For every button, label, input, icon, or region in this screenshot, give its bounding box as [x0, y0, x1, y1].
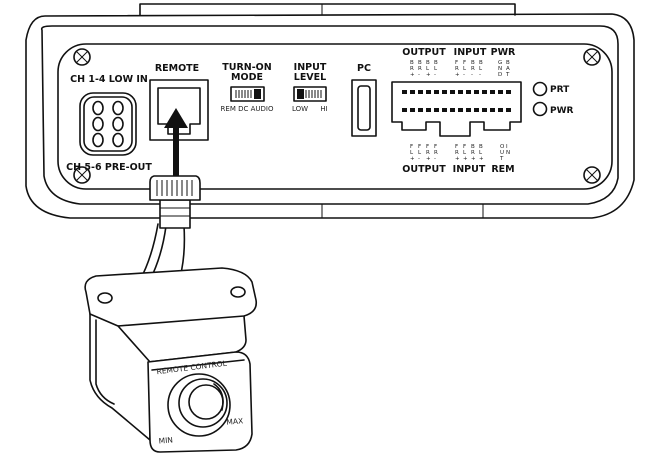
screw-icon	[583, 166, 601, 184]
screw-icon	[73, 48, 91, 66]
svg-text:I: I	[506, 144, 508, 150]
svg-text:L: L	[410, 150, 414, 156]
svg-text:R: R	[471, 150, 475, 156]
svg-text:B: B	[410, 60, 414, 66]
svg-text:L: L	[418, 150, 422, 156]
pc-port[interactable]	[351, 79, 377, 137]
mode-label: MODE	[231, 72, 263, 83]
svg-text:L: L	[463, 150, 467, 156]
svg-text:B: B	[434, 60, 438, 66]
svg-text:R: R	[455, 150, 459, 156]
turn-on-label: TURN-ON	[222, 62, 271, 73]
svg-text:F: F	[434, 144, 437, 150]
svg-text:B: B	[479, 144, 483, 150]
top-pwr-label: PWR	[491, 47, 516, 58]
svg-text:U: U	[500, 150, 504, 156]
svg-text:F: F	[426, 144, 429, 150]
bottom-pin-legends: FL+ FL- FR+ FR- FR+ FL+ BR+ BL+ OUT IN	[410, 144, 510, 162]
input-level-label: INPUT	[294, 62, 327, 73]
remote-label: REMOTE	[155, 63, 199, 74]
svg-text:+: +	[426, 72, 431, 78]
top-output-label: OUTPUT	[402, 47, 446, 58]
svg-text:-: -	[463, 72, 465, 78]
svg-text:L: L	[479, 66, 483, 72]
rj-plug	[149, 175, 201, 229]
svg-text:-: -	[479, 72, 481, 78]
svg-text:F: F	[410, 144, 413, 150]
screw-icon	[73, 166, 91, 184]
svg-text:B: B	[471, 144, 475, 150]
remote-min-label: MIN	[158, 435, 173, 445]
svg-text:R: R	[455, 66, 459, 72]
svg-text:F: F	[418, 144, 421, 150]
top-pin-legends: BR+ BR- BL+ BL- FR+ FL- BR- BL- GND BAT	[410, 60, 510, 78]
arrow-up-icon	[164, 108, 188, 176]
svg-text:R: R	[418, 66, 422, 72]
input-level-low: LOW	[292, 105, 308, 113]
pwr-led-label: PWR	[550, 106, 574, 116]
prt-label: PRT	[550, 85, 570, 95]
svg-text:D: D	[498, 72, 502, 78]
svg-text:B: B	[506, 60, 510, 66]
svg-text:+: +	[471, 156, 476, 162]
svg-text:F: F	[463, 144, 466, 150]
front-panel	[57, 43, 613, 190]
svg-text:T: T	[505, 72, 510, 78]
svg-text:F: F	[463, 60, 466, 66]
svg-text:N: N	[498, 66, 502, 72]
svg-text:-: -	[434, 156, 436, 162]
pwr-led-icon	[532, 101, 548, 117]
svg-text:F: F	[455, 144, 458, 150]
ch56-label: CH 5-6 PRE-OUT	[66, 162, 152, 173]
input-level-switch[interactable]	[293, 86, 327, 102]
input-level-hi: HI	[320, 105, 327, 113]
turn-on-mode-switch[interactable]	[230, 86, 265, 102]
bottom-input-label: INPUT	[453, 164, 486, 175]
remote-max-label: MAX	[226, 416, 243, 426]
svg-text:B: B	[471, 60, 475, 66]
level-label: LEVEL	[294, 72, 326, 83]
svg-text:F: F	[455, 60, 458, 66]
svg-text:L: L	[434, 66, 438, 72]
bottom-rem-label: REM	[491, 164, 514, 175]
svg-text:+: +	[410, 72, 415, 78]
svg-text:-: -	[418, 72, 420, 78]
svg-text:N: N	[506, 150, 510, 156]
svg-text:+: +	[479, 156, 484, 162]
svg-text:O: O	[500, 144, 505, 150]
svg-text:-: -	[471, 72, 473, 78]
amplifier-housing	[25, 3, 635, 219]
wiring-harness-connector[interactable]	[391, 81, 522, 137]
svg-text:+: +	[410, 156, 415, 162]
svg-text:+: +	[455, 156, 460, 162]
prt-led-icon	[532, 81, 548, 97]
svg-text:T: T	[499, 156, 504, 162]
svg-text:B: B	[479, 60, 483, 66]
knob-icon[interactable]	[167, 373, 231, 437]
svg-text:B: B	[418, 60, 422, 66]
svg-text:A: A	[506, 66, 510, 72]
svg-text:B: B	[426, 60, 430, 66]
screw-icon	[583, 48, 601, 66]
svg-text:L: L	[479, 150, 483, 156]
svg-text:L: L	[463, 66, 467, 72]
top-input-label: INPUT	[454, 47, 487, 58]
svg-text:R: R	[471, 66, 475, 72]
pc-label: PC	[357, 63, 371, 74]
ch14-label: CH 1-4 LOW IN	[70, 74, 148, 85]
ch-input-connector[interactable]	[79, 92, 137, 156]
svg-text:R: R	[410, 66, 414, 72]
svg-text:+: +	[426, 156, 431, 162]
svg-text:-: -	[418, 156, 420, 162]
svg-text:G: G	[498, 60, 502, 66]
svg-text:+: +	[463, 156, 468, 162]
svg-text:-: -	[434, 72, 436, 78]
svg-text:R: R	[434, 150, 438, 156]
svg-text:R: R	[426, 150, 430, 156]
svg-text:L: L	[426, 66, 430, 72]
bottom-output-label: OUTPUT	[402, 164, 446, 175]
svg-text:+: +	[455, 72, 460, 78]
turn-on-options: REM DC AUDIO	[221, 105, 274, 113]
